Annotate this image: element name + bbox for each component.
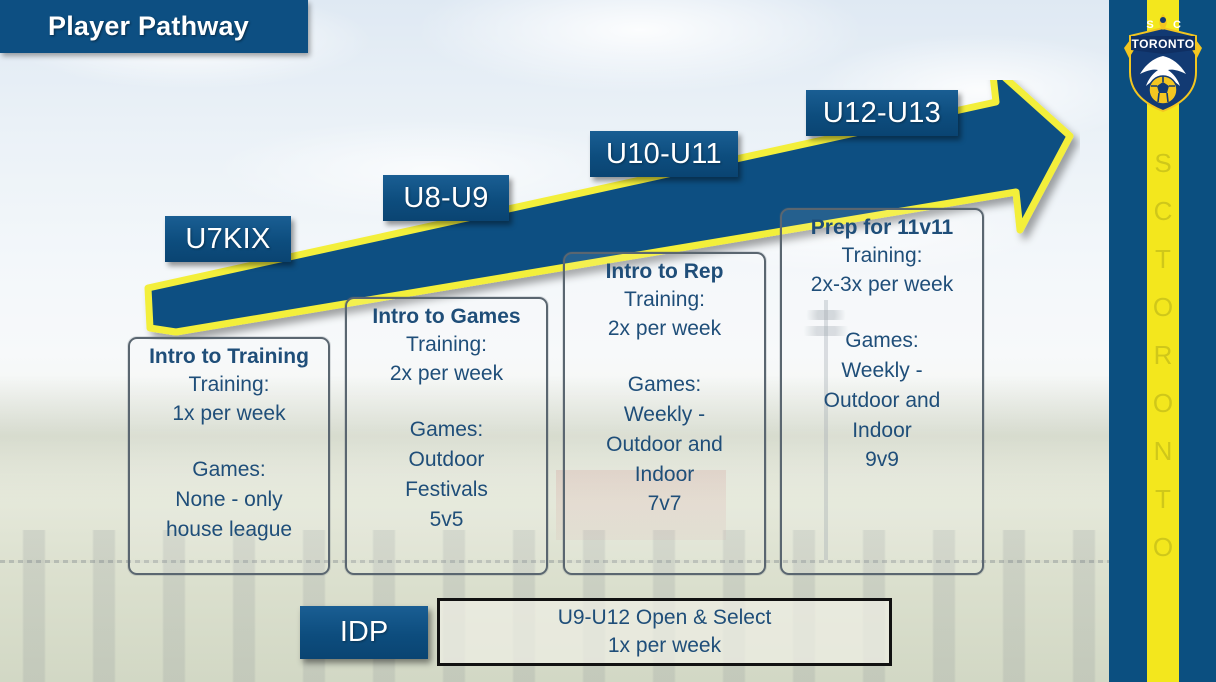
stage-games-line: Outdoor xyxy=(408,447,485,471)
vertical-brand-text: S C T O R O N T O xyxy=(1147,150,1179,610)
spacer xyxy=(353,389,540,415)
crest-letter-c: C xyxy=(1173,19,1181,31)
stage-games-line: Outdoor and xyxy=(606,432,723,456)
title-banner: Player Pathway xyxy=(0,0,308,53)
age-chip-label: U10-U11 xyxy=(605,137,722,170)
stage-games-label: Games: xyxy=(192,458,266,482)
stage-games-line: Weekly - xyxy=(623,402,706,426)
crest-letter-s: S xyxy=(1146,19,1153,31)
stage-training-label: Training: xyxy=(624,287,705,311)
stage-training-value: 2x-3x per week xyxy=(810,273,954,297)
age-chip-u10-u11[interactable]: U10-U11 xyxy=(590,131,738,177)
stage-training-value: 2x per week xyxy=(607,317,722,341)
idp-chip-label: IDP xyxy=(339,616,389,648)
page-title: Player Pathway xyxy=(48,11,249,41)
stage-box-prep-for-11v11: Prep for 11v11 Training: 2x-3x per week … xyxy=(780,208,984,575)
background-tent xyxy=(556,470,726,540)
vertical-letter: R xyxy=(1153,340,1173,370)
age-chip-label: U7KIX xyxy=(185,222,271,255)
idp-line-2: 1x per week xyxy=(607,634,722,657)
stage-games-line: None - only xyxy=(175,487,283,511)
stage-heading: Intro to Training xyxy=(149,345,309,368)
vertical-letter: O xyxy=(1152,532,1174,562)
stage-games-line: house league xyxy=(165,517,293,541)
idp-line-1: U9-U12 Open & Select xyxy=(557,606,772,630)
background-fence-line xyxy=(0,560,1109,563)
vertical-letter: O xyxy=(1152,388,1174,418)
idp-detail-box: U9-U12 Open & Select 1x per week xyxy=(437,598,892,666)
stage-box-intro-to-rep: Intro to Rep Training: 2x per week Games… xyxy=(563,252,766,575)
vertical-letter: T xyxy=(1155,244,1171,274)
stage-games-line: Indoor xyxy=(634,462,695,486)
spacer xyxy=(788,300,976,326)
stage-training-value: 1x per week xyxy=(172,402,286,426)
stage-format: 5v5 xyxy=(429,507,464,531)
stage-training-label: Training: xyxy=(841,243,923,267)
vertical-letter: S xyxy=(1154,148,1172,178)
brand-stripe: S C T O R O N T O S C xyxy=(1109,0,1216,682)
idp-chip[interactable]: IDP xyxy=(300,606,428,659)
stage-heading: Intro to Rep xyxy=(605,260,724,283)
stage-games-label: Games: xyxy=(409,418,484,442)
stage-heading: Intro to Games xyxy=(372,305,521,328)
stage-training-label: Training: xyxy=(406,332,487,356)
stage-games-line: Festivals xyxy=(405,477,488,501)
vertical-letter: C xyxy=(1153,196,1173,226)
stage-training-value: 2x per week xyxy=(389,362,504,386)
vertical-letter: O xyxy=(1152,292,1174,322)
vertical-letter: T xyxy=(1155,484,1171,514)
stage-games-label: Games: xyxy=(845,329,919,353)
stage-box-intro-to-games: Intro to Games Training: 2x per week Gam… xyxy=(345,297,548,575)
age-chip-u12-u13[interactable]: U12-U13 xyxy=(806,90,958,136)
stage-games-line: Outdoor and xyxy=(823,388,941,412)
stage-training-label: Training: xyxy=(188,372,270,396)
stage-format: 9v9 xyxy=(865,448,899,472)
stage-games-line: Weekly - xyxy=(841,358,923,382)
vertical-letter: N xyxy=(1153,436,1173,466)
age-chip-label: U12-U13 xyxy=(822,96,942,129)
sc-toronto-crest-icon: S C TORONTO xyxy=(1124,14,1202,114)
age-chip-u7kix[interactable]: U7KIX xyxy=(165,216,291,262)
age-chip-u8-u9[interactable]: U8-U9 xyxy=(383,175,509,221)
stage-format: 7v7 xyxy=(647,492,682,516)
spacer xyxy=(571,344,758,370)
stage-heading: Prep for 11v11 xyxy=(810,216,954,239)
progression-arrow xyxy=(140,62,1080,340)
stage-box-intro-to-training: Intro to Training Training: 1x per week … xyxy=(128,337,330,575)
age-chip-label: U8-U9 xyxy=(403,181,489,214)
brand-yellow-band xyxy=(1147,0,1179,682)
stage-games-line: Indoor xyxy=(852,418,912,442)
background-floodlight-pole xyxy=(794,300,858,560)
stage-games-label: Games: xyxy=(627,373,702,397)
spacer xyxy=(136,429,322,455)
crest-banner-text: TORONTO xyxy=(1131,37,1194,51)
